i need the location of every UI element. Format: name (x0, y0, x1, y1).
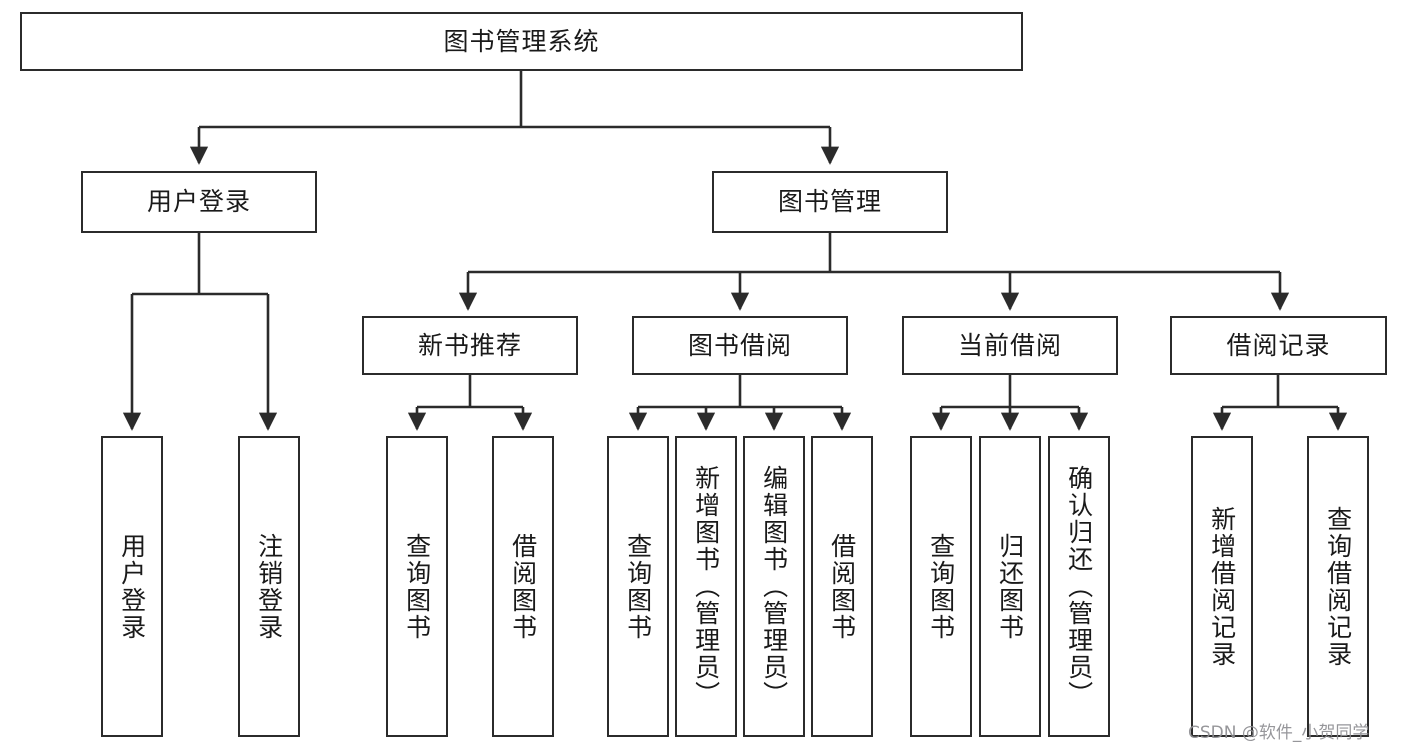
leaf-query-book-1[interactable]: 查询图书 (386, 436, 448, 737)
leaf-borrow-book-2[interactable]: 借阅图书 (811, 436, 873, 737)
node-book-manage-label: 图书管理 (777, 187, 882, 217)
leaf-add-book[interactable]: 新增图书（管理员） (675, 436, 737, 737)
node-current-borrow-label: 当前借阅 (957, 330, 1062, 360)
leaf-query-record-label: 查询借阅记录 (1323, 505, 1353, 668)
leaf-edit-book[interactable]: 编辑图书（管理员） (743, 436, 805, 737)
leaf-return-book-label: 归还图书 (995, 532, 1025, 641)
leaf-borrow-book-1[interactable]: 借阅图书 (492, 436, 554, 737)
leaf-return-book[interactable]: 归还图书 (979, 436, 1041, 737)
leaf-confirm-return[interactable]: 确认归还（管理员） (1048, 436, 1110, 737)
leaf-edit-book-label: 编辑图书（管理员） (759, 465, 789, 708)
node-borrow-record-label: 借阅记录 (1226, 330, 1331, 360)
node-user-login[interactable]: 用户登录 (81, 171, 317, 233)
leaf-add-record-label: 新增借阅记录 (1207, 505, 1237, 668)
node-borrow-record[interactable]: 借阅记录 (1170, 316, 1387, 375)
node-current-borrow[interactable]: 当前借阅 (902, 316, 1118, 375)
leaf-add-record[interactable]: 新增借阅记录 (1191, 436, 1253, 737)
watermark-text: CSDN @软件_小贺同学 (1188, 723, 1370, 743)
leaf-query-book-1-label: 查询图书 (402, 532, 432, 641)
leaf-query-book-2-label: 查询图书 (623, 532, 653, 641)
leaf-query-record[interactable]: 查询借阅记录 (1307, 436, 1369, 737)
node-book-borrow-label: 图书借阅 (687, 330, 792, 360)
leaf-borrow-book-1-label: 借阅图书 (508, 532, 538, 641)
leaf-user-login-label: 用户登录 (117, 532, 147, 641)
leaf-user-login[interactable]: 用户登录 (101, 436, 163, 737)
node-root[interactable]: 图书管理系统 (20, 12, 1023, 71)
leaf-borrow-book-2-label: 借阅图书 (827, 532, 857, 641)
node-new-book-rec-label: 新书推荐 (417, 330, 522, 360)
leaf-add-book-label: 新增图书（管理员） (691, 465, 721, 708)
leaf-user-logout-label: 注销登录 (254, 532, 284, 641)
leaf-query-book-3[interactable]: 查询图书 (910, 436, 972, 737)
leaf-confirm-return-label: 确认归还（管理员） (1064, 465, 1094, 708)
leaf-query-book-2[interactable]: 查询图书 (607, 436, 669, 737)
node-book-manage[interactable]: 图书管理 (712, 171, 948, 233)
node-new-book-rec[interactable]: 新书推荐 (362, 316, 578, 375)
node-root-label: 图书管理系统 (443, 26, 600, 56)
leaf-user-logout[interactable]: 注销登录 (238, 436, 300, 737)
node-book-borrow[interactable]: 图书借阅 (632, 316, 848, 375)
node-user-login-label: 用户登录 (146, 187, 251, 217)
leaf-query-book-3-label: 查询图书 (926, 532, 956, 641)
